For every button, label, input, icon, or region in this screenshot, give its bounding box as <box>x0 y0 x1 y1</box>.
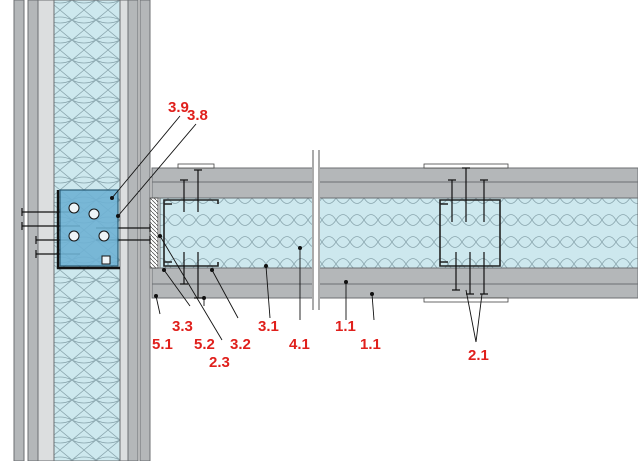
wall-board-outer-right <box>139 0 151 461</box>
edge-hatch <box>149 197 159 269</box>
callout-3-1: 3.1 <box>258 318 279 335</box>
vertical-wall <box>13 0 151 461</box>
callout-4-1: 4.1 <box>289 336 310 353</box>
callout-1-1-a: 1.1 <box>335 318 356 335</box>
screws <box>21 167 488 299</box>
profile-right <box>439 199 501 267</box>
top-board-2 <box>151 181 638 199</box>
callout-3-3: 3.3 <box>172 318 193 335</box>
wall-board-outer-left <box>13 0 25 461</box>
strip-top-left <box>177 163 215 169</box>
wall-board-inner-left <box>27 0 39 461</box>
screw-icon <box>480 179 488 222</box>
wall-stud-right <box>119 0 129 461</box>
screw-icon <box>480 252 488 295</box>
washer-icon <box>101 255 111 265</box>
callout-3-9: 3.9 <box>168 99 189 116</box>
screw-icon <box>452 252 460 291</box>
break-gap <box>312 150 320 310</box>
wall-stud-left <box>37 0 55 461</box>
profile-left <box>163 199 219 267</box>
screw-icon <box>194 252 202 299</box>
screw-icon <box>180 252 188 285</box>
angle-bracket <box>56 189 120 270</box>
leader-lines <box>111 115 483 343</box>
screw-icon <box>466 252 474 295</box>
screw-icon <box>180 179 188 212</box>
break-line <box>312 150 320 310</box>
callout-2-1: 2.1 <box>468 347 489 364</box>
bolt-icon <box>68 230 80 242</box>
callout-2-3: 2.3 <box>209 354 230 371</box>
leader-dots <box>110 196 374 300</box>
callout-labels: 3.9 3.8 3.3 5.1 5.2 3.2 2.3 3.1 4.1 1.1 … <box>152 99 489 371</box>
floor-insulation <box>159 197 638 269</box>
callout-3-8: 3.8 <box>187 107 208 124</box>
bottom-board-2 <box>151 283 638 299</box>
horizontal-element <box>149 150 638 310</box>
strip-bottom-right <box>423 297 509 303</box>
bolt-icon <box>98 230 110 242</box>
screw-icon <box>194 169 202 212</box>
bracket-leg <box>56 190 120 270</box>
callout-1-1-b: 1.1 <box>360 336 381 353</box>
bottom-board-1 <box>151 267 638 285</box>
bracket-plate <box>59 189 119 267</box>
callout-5-1: 5.1 <box>152 336 173 353</box>
top-board-1 <box>151 167 638 183</box>
wall-board-inner-right <box>127 0 139 461</box>
screw-icon <box>448 179 456 222</box>
callout-5-2: 5.2 <box>194 336 215 353</box>
callout-3-2: 3.2 <box>230 336 251 353</box>
bolt-icon <box>68 202 80 214</box>
bolt-icon <box>88 208 100 220</box>
screw-icon <box>462 167 470 222</box>
